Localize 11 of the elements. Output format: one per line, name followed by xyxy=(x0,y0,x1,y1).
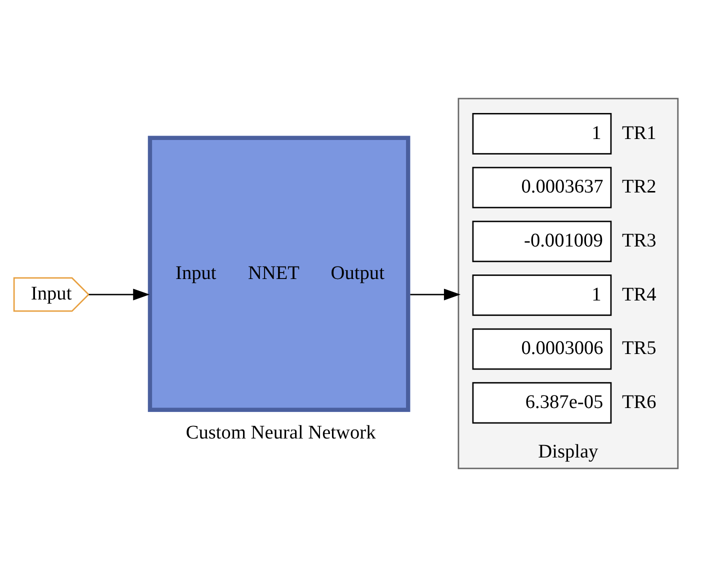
node-label: TR2 xyxy=(622,176,656,198)
node-label: TR3 xyxy=(622,230,656,252)
node-label: TR4 xyxy=(622,284,656,305)
cluster xyxy=(458,97,679,469)
node-label: Display xyxy=(538,441,598,462)
node-label: TR5 xyxy=(622,338,656,359)
node-label: TR1 xyxy=(622,122,656,144)
node-label: TR6 xyxy=(622,391,656,412)
node-label: Custom Neural Network xyxy=(186,422,376,443)
arrow xyxy=(88,288,150,300)
arrow xyxy=(410,288,461,300)
